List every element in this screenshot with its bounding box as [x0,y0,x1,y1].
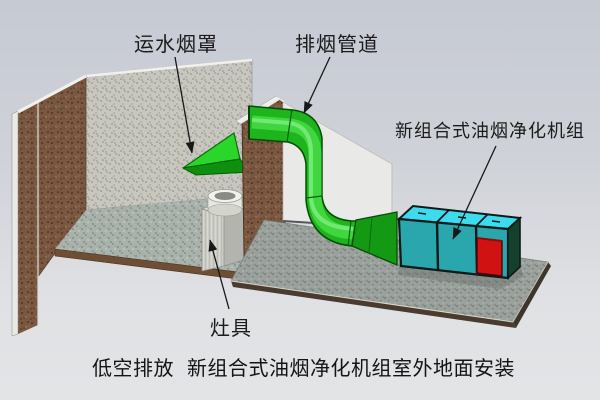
duct-transition-cone [351,211,398,266]
unit-top-detail [457,216,467,219]
caption-emission-mode: 低空排放 [92,358,174,380]
leader-line-duct [303,56,331,114]
stove [200,189,249,272]
unit-top-detail [417,212,427,215]
back-wall [85,58,253,211]
exhaust-hood [181,132,251,176]
label-water-hood: 运水烟罩 [134,34,218,56]
unit-shadow [398,265,524,289]
leader-line-purifier [452,145,497,240]
unit-top-detail [491,220,501,223]
cone-facet-line [368,216,373,253]
caption-installation: 新组合式油烟净化机组室外地面安装 [187,358,515,380]
caption: 低空排放 新组合式油烟净化机组室外地面安装 [92,352,515,381]
left-wall [11,74,87,337]
label-purifier-unit: 新组合式油烟净化机组 [395,121,585,141]
purifier-door [476,237,503,277]
leader-line-stove [208,239,230,310]
wok [207,189,243,217]
label-stove: 灶具 [210,318,252,340]
label-exhaust-duct: 排烟管道 [295,34,379,56]
concrete-pad [230,219,551,328]
leader-line-hood [174,56,195,154]
purifier-unit [396,204,524,289]
